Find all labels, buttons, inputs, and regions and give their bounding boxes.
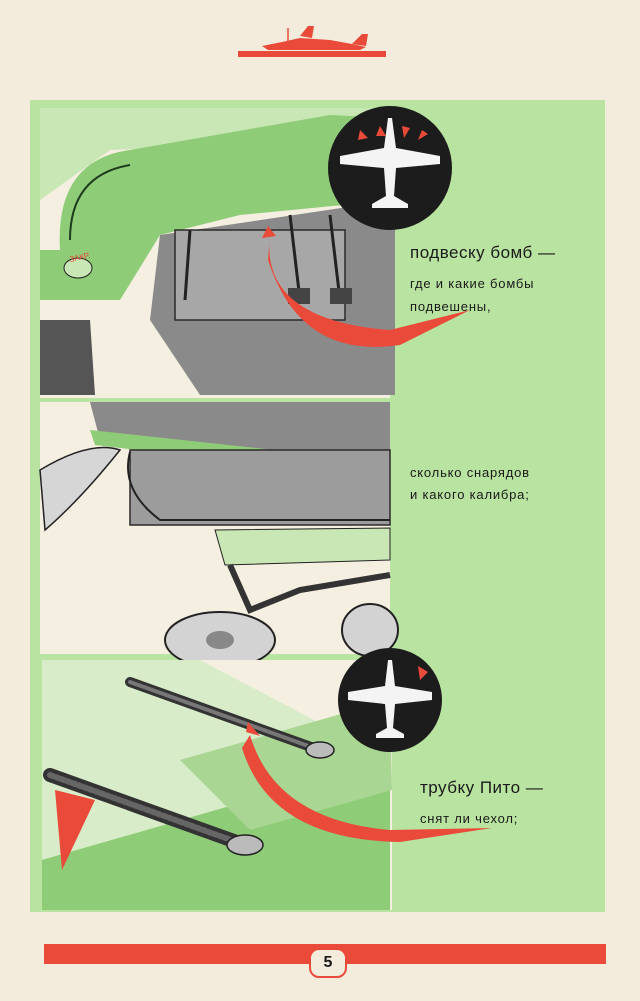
section-1-title: подвеску бомб — bbox=[410, 243, 556, 262]
section-3-title: трубку Пито — bbox=[420, 778, 544, 797]
panel-2-gun-bay-illustration bbox=[39, 402, 399, 669]
page-number: 5 bbox=[309, 948, 347, 978]
stencil-label: ЗАКР. bbox=[69, 251, 91, 264]
section-3-line-1: снят ли чехол; bbox=[420, 811, 519, 826]
section-2-line-1: сколько снарядов bbox=[410, 465, 530, 480]
panel-3-pitot-tube-illustration bbox=[42, 648, 492, 910]
section-1-line-2: подвешены, bbox=[410, 299, 492, 314]
header-airplane-icon bbox=[238, 26, 386, 57]
panel-1-bomb-rack-illustration bbox=[40, 106, 470, 398]
section-1-line-1: где и какие бомбы bbox=[410, 276, 535, 291]
section-2-line-2: и какого калибра; bbox=[410, 487, 530, 502]
